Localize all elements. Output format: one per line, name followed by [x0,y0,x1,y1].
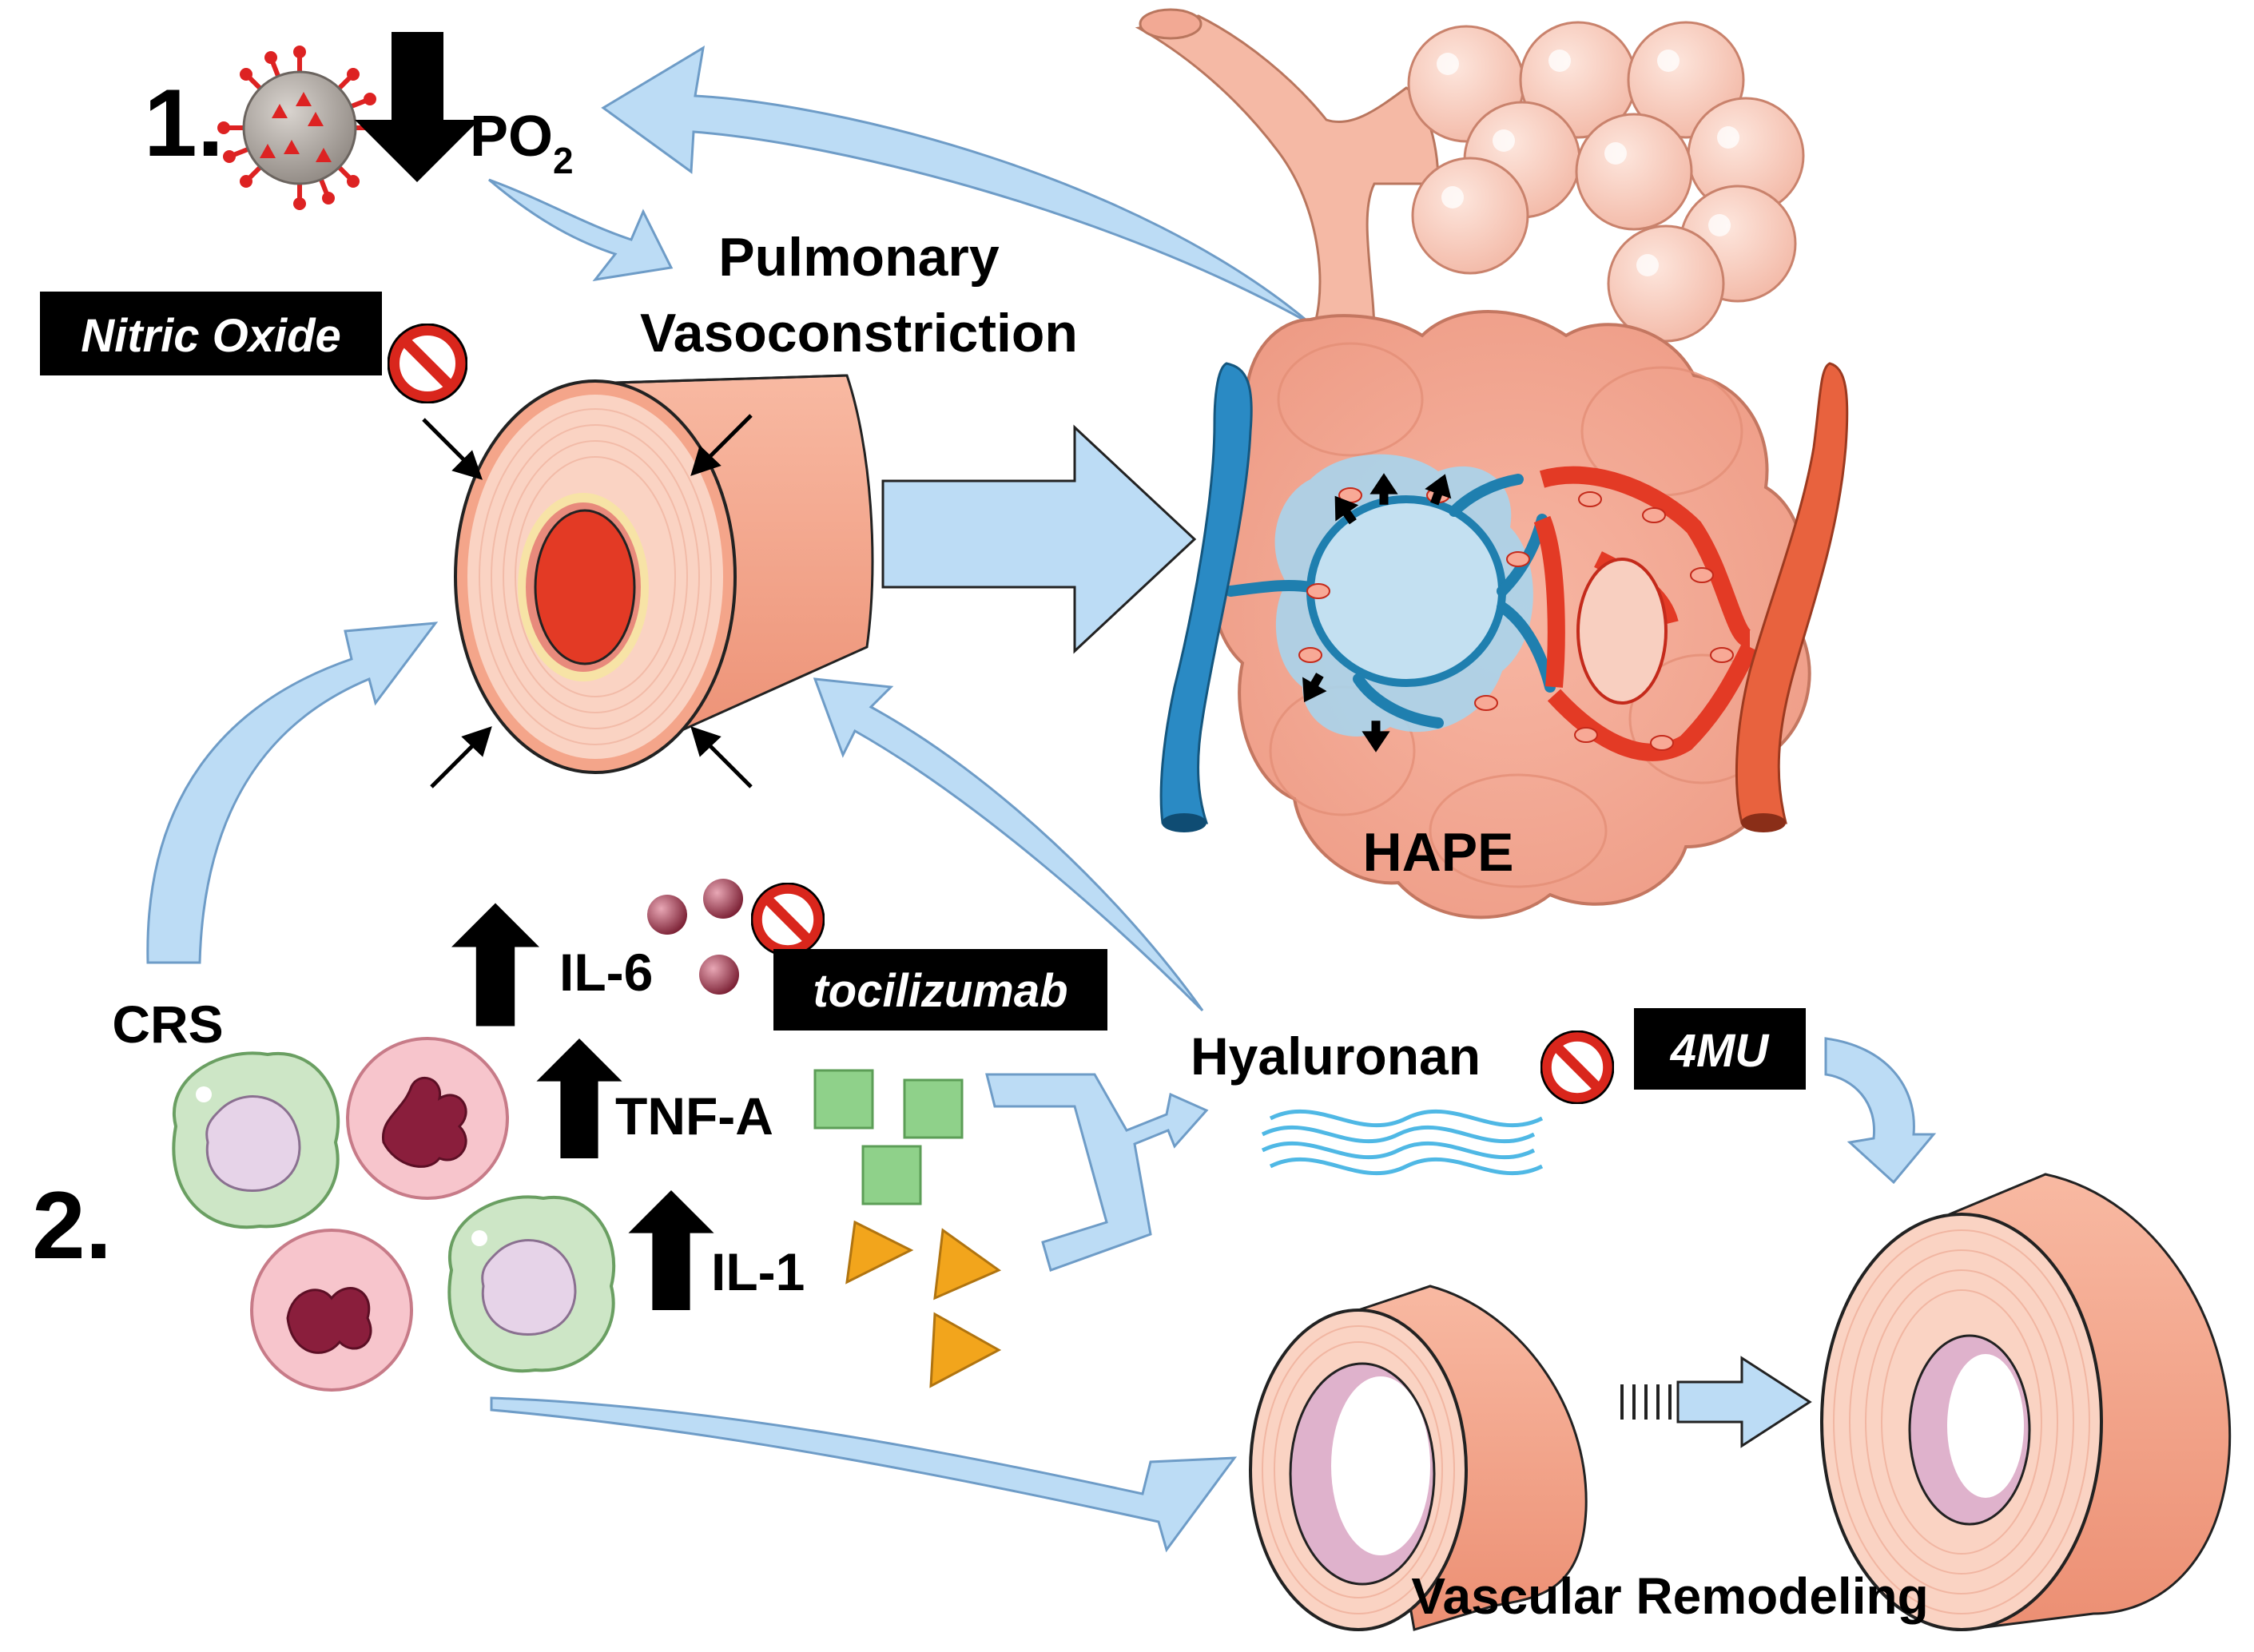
arrow-4mu-to-remodeled-vessel [1824,1037,1937,1185]
prohibition-icon [388,324,467,403]
virus-icon [217,46,382,210]
il6-particles [647,879,743,995]
po2-label: PO2 [470,105,574,181]
alveoli-illustration [1135,8,1849,919]
arrow-alveoli-to-step1 [601,46,1311,325]
il1-triangles [845,1220,1002,1388]
hape-label: HAPE [1363,822,1514,883]
down-arrow-icon [355,32,479,182]
compression-arrows [422,414,753,788]
step-1-label: 1. [144,69,224,177]
hyaluronan-waves [1261,1109,1544,1176]
arrow-to-hape [881,424,1197,654]
arrow-crs-to-vessel [146,621,439,964]
il1-label: IL-1 [711,1242,805,1301]
up-arrow-icon-il6 [451,903,539,1027]
tnfa-label: TNF-A [615,1086,773,1146]
prohibition-icon-hyaluronan [1541,1031,1613,1103]
tocilizumab-label: tocilizumab [813,965,1067,1017]
crs-label: CRS [112,995,223,1054]
immune-cell-macrophage-2 [447,1195,616,1373]
immune-cell-macrophage-1 [172,1051,340,1229]
step-2-label: 2. [32,1172,112,1279]
arrow-hyaluronan-to-vessel [813,677,1204,1012]
nitric-oxide-label: Nitric Oxide [81,310,341,362]
po2-text: PO [470,105,553,169]
vessel-normal [1249,1285,1588,1631]
hyaluronan-label: Hyaluronan [1191,1027,1481,1086]
il6-label: IL-6 [559,943,653,1002]
prohibition-icon-il6 [752,884,824,955]
vascular-remodeling-label: Vascular Remodeling [1411,1567,1928,1625]
up-arrow-icon-tnfa [536,1038,622,1158]
vessel-remodeled [1820,1173,2232,1631]
fourmu-label: 4MU [1670,1025,1771,1077]
fourmu-box [1634,1008,1806,1090]
immune-cell-neutrophil-1 [346,1037,509,1200]
vessel-cross-section [454,374,874,774]
tnfa-squares [813,1069,964,1205]
arrow-cells-to-remodeling [490,1396,1238,1553]
remodeling-transition-arrow [1620,1356,1812,1448]
immune-cell-neutrophil-2 [250,1229,413,1392]
arrow-cytokines-to-hyaluronan [985,1073,1209,1272]
po2-subscript: 2 [553,140,574,181]
tocilizumab-box [773,949,1107,1031]
up-arrow-icon-il1 [628,1190,714,1310]
arrow-po2-to-vasoconstriction [488,178,674,282]
vasoconstriction-label: Vasoconstriction [640,303,1078,363]
nitric-oxide-box [40,292,382,375]
pulmonary-label: Pulmonary [718,227,1000,288]
